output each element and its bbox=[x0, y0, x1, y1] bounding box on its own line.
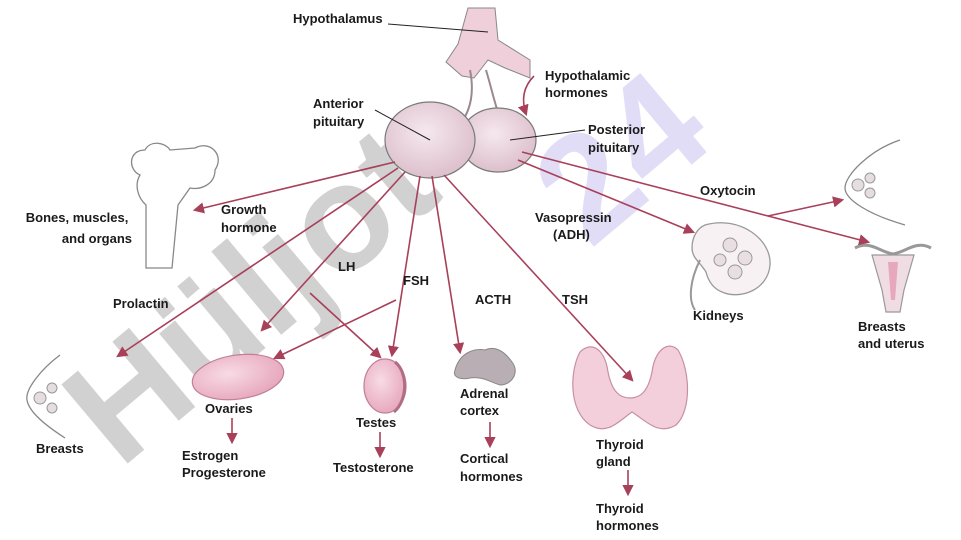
label-adrenal-cortex: Adrenal cortex bbox=[460, 386, 512, 418]
acth-arrow bbox=[431, 175, 465, 355]
label-bones-muscles-organs: Bones, muscles, and organs bbox=[26, 210, 132, 246]
label-ovaries: Ovaries bbox=[205, 401, 253, 416]
label-kidneys: Kidneys bbox=[693, 308, 744, 323]
oxytocin-arrow bbox=[521, 151, 871, 246]
vasopressin-arrow bbox=[517, 159, 696, 234]
label-prolactin: Prolactin bbox=[113, 296, 169, 311]
label-breasts: Breasts bbox=[36, 441, 84, 456]
hormone-arrows bbox=[116, 75, 871, 497]
adrenal-illustration bbox=[453, 347, 516, 386]
prolactin-arrow bbox=[116, 167, 399, 358]
label-thyroid-gland: Thyroid gland bbox=[596, 437, 647, 469]
kidney-illustration bbox=[689, 222, 771, 311]
label-lh: LH bbox=[338, 259, 355, 274]
leader-lines bbox=[374, 23, 586, 141]
label-acth: ACTH bbox=[475, 292, 511, 307]
label-breasts-and-uterus: Breasts and uterus bbox=[858, 319, 924, 351]
label-fsh: FSH bbox=[403, 273, 429, 288]
breast-illustration-right bbox=[844, 139, 906, 226]
label-testes-product: Testosterone bbox=[333, 460, 414, 475]
label-adrenal-product: Cortical hormones bbox=[460, 451, 523, 484]
uterus-illustration bbox=[854, 243, 932, 313]
hypothalamic-hormones-arrow bbox=[517, 75, 535, 117]
thyroid-illustration bbox=[572, 345, 689, 430]
label-hypothalamus: Hypothalamus bbox=[293, 11, 383, 26]
testis-illustration bbox=[363, 358, 407, 414]
ovary-illustration bbox=[191, 353, 285, 401]
lh-arrow bbox=[260, 171, 406, 332]
label-testes: Testes bbox=[356, 415, 396, 430]
label-ovaries-product: Estrogen Progesterone bbox=[182, 448, 266, 480]
label-tsh: TSH bbox=[562, 292, 588, 307]
label-posterior-pituitary: Posterior pituitary bbox=[588, 122, 649, 155]
label-anterior-pituitary: Anterior pituitary bbox=[313, 96, 367, 129]
label-vasopressin: Vasopressin (ADH) bbox=[535, 210, 615, 242]
bone-illustration bbox=[130, 142, 219, 269]
label-thyroid-product: Thyroid hormones bbox=[596, 501, 659, 533]
label-oxytocin: Oxytocin bbox=[700, 183, 756, 198]
fsh-arrow bbox=[387, 175, 421, 358]
fsh-ovary-arrow bbox=[272, 299, 397, 360]
oxytocin-breast-arrow bbox=[767, 196, 845, 217]
breast-illustration-left bbox=[26, 354, 66, 439]
label-growth-hormone: Growth hormone bbox=[221, 202, 277, 235]
growth-hormone-arrow bbox=[192, 161, 396, 214]
tsh-arrow bbox=[443, 174, 634, 382]
label-hypothalamic-hormones: Hypothalamic hormones bbox=[545, 68, 634, 100]
